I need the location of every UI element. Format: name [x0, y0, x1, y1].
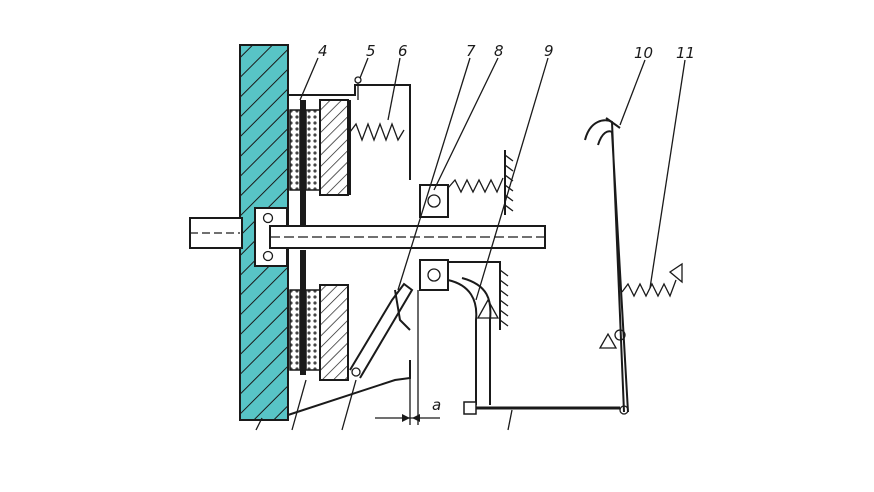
clutch-pedal: [584, 119, 629, 413]
label-11: 11: [676, 44, 695, 62]
pressure-spring: [349, 122, 405, 142]
gap-label: a: [432, 396, 441, 414]
release-bearing: [419, 184, 449, 218]
label-9: 9: [544, 42, 554, 60]
clutch-cover: [288, 84, 411, 180]
return-spring: [447, 177, 504, 194]
label-10: 10: [634, 44, 653, 62]
release-lever: [349, 282, 414, 379]
label-6: 6: [398, 42, 408, 60]
release-fork: [447, 277, 492, 405]
driven-disc: [300, 100, 306, 225]
label-5: 5: [366, 42, 376, 60]
label-4: 4: [318, 42, 328, 60]
label-8: 8: [494, 42, 504, 60]
pedal-spring: [621, 279, 677, 298]
label-7: 7: [466, 42, 476, 60]
friction-lining: [289, 109, 301, 191]
pressure-plate: [319, 99, 349, 196]
